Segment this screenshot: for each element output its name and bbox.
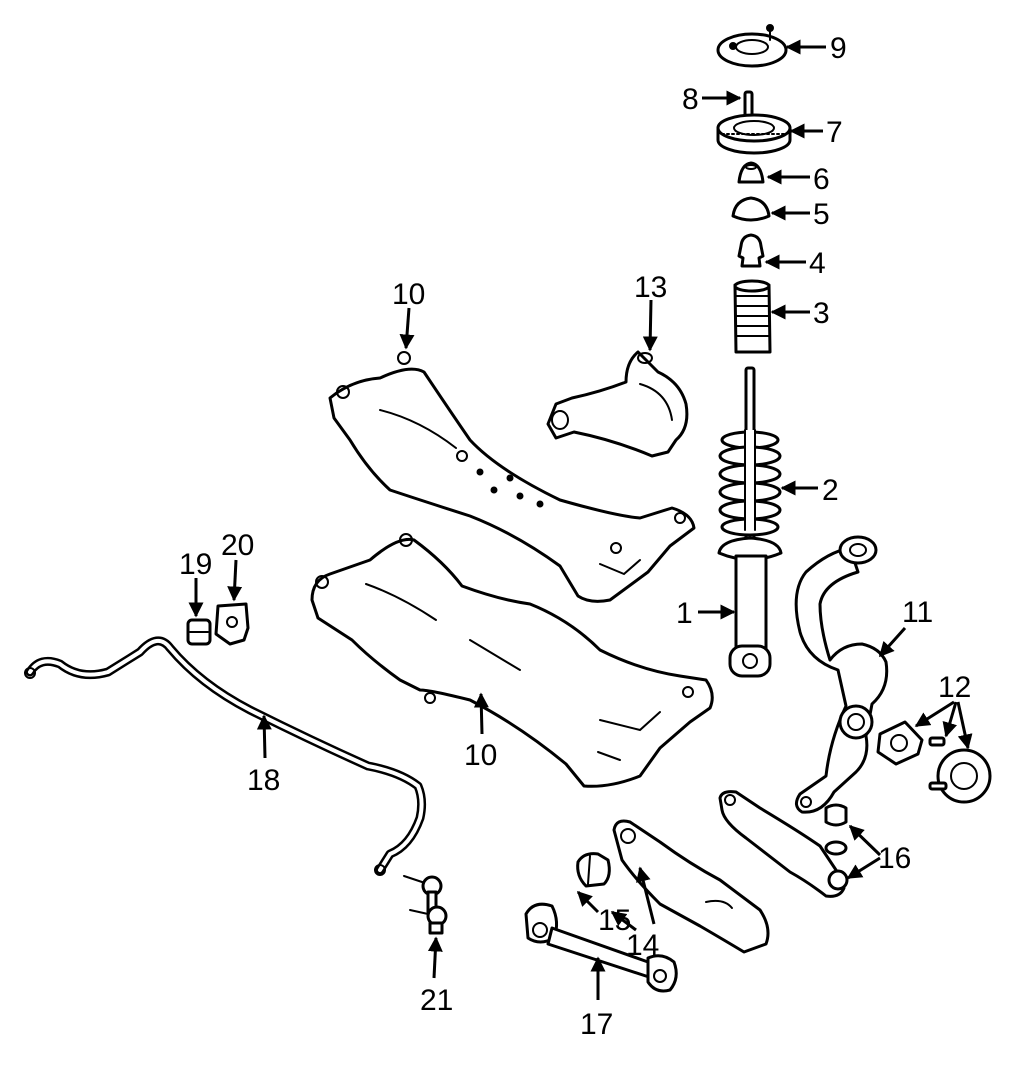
callout-3: 3 bbox=[813, 297, 830, 330]
callout-10b: 10 bbox=[464, 739, 497, 772]
callout-2: 2 bbox=[822, 474, 839, 507]
stabilizer-bracket-part-20[interactable] bbox=[214, 602, 250, 646]
upper-control-arm-part-13[interactable] bbox=[546, 350, 689, 458]
wheel-hub-part-12[interactable] bbox=[876, 720, 992, 804]
steering-knuckle-part-11[interactable] bbox=[794, 535, 889, 814]
lower-control-arm-part-16[interactable] bbox=[718, 790, 849, 898]
callout-20: 20 bbox=[221, 529, 254, 562]
bump-stop-part-4[interactable] bbox=[737, 233, 765, 268]
callout-18: 18 bbox=[247, 764, 280, 797]
bushing-part-15[interactable] bbox=[576, 852, 611, 888]
callout-19: 19 bbox=[179, 548, 212, 581]
callout-6: 6 bbox=[813, 163, 830, 196]
callout-4: 4 bbox=[809, 247, 826, 280]
leader-18 bbox=[256, 714, 272, 759]
leader-12a bbox=[914, 700, 955, 728]
leader-14b bbox=[610, 910, 637, 932]
callout-9: 9 bbox=[830, 32, 847, 65]
bearing-part-7[interactable] bbox=[716, 113, 792, 155]
callout-8: 8 bbox=[682, 83, 699, 116]
leader-16b bbox=[846, 856, 881, 880]
leader-14a bbox=[635, 866, 656, 925]
callout-7: 7 bbox=[826, 116, 843, 149]
stabilizer-link-part-21[interactable] bbox=[403, 875, 448, 935]
leader-12c bbox=[956, 701, 973, 750]
stabilizer-bar-part-18[interactable] bbox=[24, 636, 427, 876]
dust-boot-part-3[interactable] bbox=[733, 279, 772, 354]
callout-13: 13 bbox=[634, 271, 667, 304]
leader-11 bbox=[878, 627, 907, 658]
dust-cap-part-6[interactable] bbox=[737, 161, 765, 184]
strut-mount-part-9[interactable] bbox=[716, 24, 788, 68]
spring-seat-part-5[interactable] bbox=[731, 196, 771, 222]
callout-1: 1 bbox=[676, 597, 693, 630]
callout-21: 21 bbox=[420, 984, 453, 1017]
callout-5: 5 bbox=[813, 198, 830, 231]
leader-12b bbox=[942, 701, 958, 738]
callout-10a: 10 bbox=[392, 278, 425, 311]
crossmember-lower-part-10[interactable] bbox=[310, 533, 714, 788]
leader-20 bbox=[227, 559, 243, 602]
trailing-link-part-17[interactable] bbox=[524, 902, 678, 993]
leader-10a bbox=[399, 307, 415, 350]
coil-spring-part-2[interactable] bbox=[718, 429, 782, 537]
leader-10b bbox=[473, 692, 489, 735]
crossmember-upper-part-10[interactable] bbox=[328, 351, 696, 603]
lower-arm-part-14[interactable] bbox=[612, 819, 770, 954]
leader-16a bbox=[848, 824, 882, 857]
leader-13 bbox=[642, 299, 658, 352]
leader-15 bbox=[576, 890, 600, 914]
callout-12: 12 bbox=[938, 671, 971, 704]
callout-16: 16 bbox=[878, 842, 911, 875]
stabilizer-bushing-part-19[interactable] bbox=[186, 618, 212, 646]
callout-11: 11 bbox=[902, 596, 933, 629]
leader-21 bbox=[427, 936, 443, 979]
callout-17: 17 bbox=[580, 1008, 613, 1041]
